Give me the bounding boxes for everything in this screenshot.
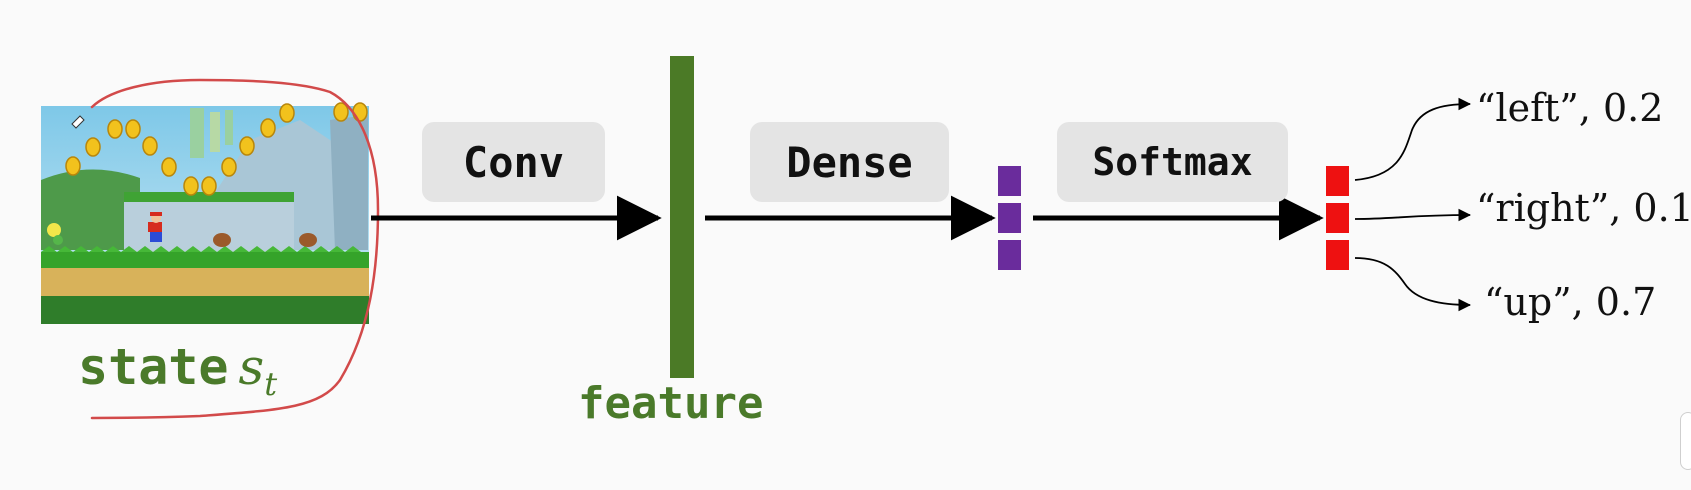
goomba-sprite — [213, 233, 317, 247]
action-right-label: “right”, 0.1 — [1476, 186, 1691, 230]
dense-layer-box: Dense — [750, 122, 949, 202]
action-left-label: “left”, 0.2 — [1476, 86, 1664, 130]
arrow-to-up — [1354, 257, 1472, 312]
action-up-label: “up”, 0.7 — [1484, 280, 1657, 324]
softmax-label: Softmax — [1092, 140, 1253, 184]
arrow-to-left — [1354, 97, 1472, 181]
feature-bar — [670, 56, 694, 378]
conv-layer-box: Conv — [422, 122, 605, 202]
game-screenshot — [41, 102, 369, 324]
softmax-unit — [1326, 240, 1349, 270]
softmax-unit — [1326, 166, 1349, 196]
state-word: state — [78, 338, 229, 396]
feature-label: feature — [578, 378, 764, 429]
arrow-to-right — [1354, 208, 1472, 222]
dense-unit — [998, 203, 1021, 233]
conv-label: Conv — [462, 137, 565, 187]
state-symbol: st — [238, 338, 278, 403]
dense-unit — [998, 166, 1021, 196]
dense-units — [998, 166, 1021, 270]
dense-label: Dense — [786, 137, 913, 187]
softmax-layer-box: Softmax — [1057, 122, 1288, 202]
scroll-handle[interactable] — [1680, 412, 1691, 470]
mario-sprite — [148, 212, 162, 242]
softmax-unit — [1326, 203, 1349, 233]
dense-unit — [998, 240, 1021, 270]
softmax-units — [1326, 166, 1349, 270]
